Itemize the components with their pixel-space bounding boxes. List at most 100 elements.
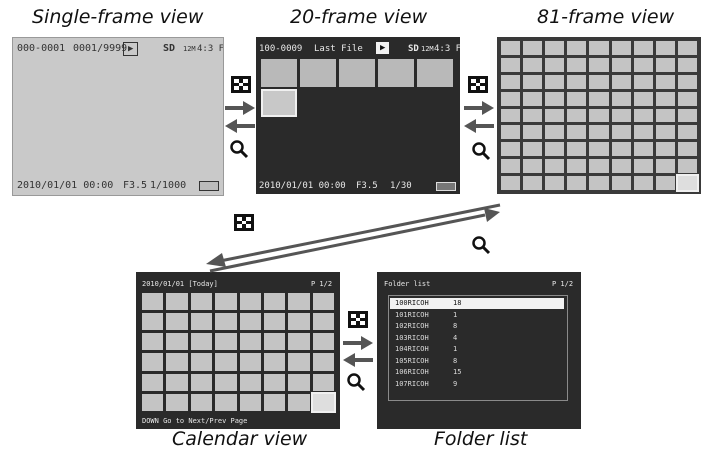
thumbnail <box>633 159 653 174</box>
thumbnail <box>523 125 543 140</box>
thumbnail <box>501 159 521 174</box>
thumbnail <box>545 125 565 140</box>
thumbnail <box>545 159 565 174</box>
calendar-day <box>312 313 334 331</box>
thumbnail <box>677 91 697 106</box>
calendar-day <box>312 333 334 351</box>
aperture-value: F3.5 <box>356 181 378 191</box>
thumbnail <box>589 41 609 55</box>
thumbnail <box>567 142 587 157</box>
magnifier-icon <box>471 235 491 255</box>
thumbnail <box>677 125 697 140</box>
thumbnail <box>611 91 631 106</box>
calendar-day <box>215 393 237 411</box>
caption-81-frame-view: 81-frame view <box>537 6 675 28</box>
thumbnail <box>501 41 521 55</box>
magnifier-icon <box>471 141 491 161</box>
folder-row-highlight <box>390 298 564 309</box>
folder-file-count: 15 <box>453 368 462 376</box>
shutter-speed: 1/30 <box>390 181 412 191</box>
thumbnail <box>677 74 697 89</box>
calendar-day <box>190 333 213 351</box>
thumbnail <box>655 142 675 157</box>
thumbnail <box>501 108 521 123</box>
thumbnail <box>633 91 653 106</box>
calendar-day <box>239 353 261 371</box>
calendar-date: 2010/01/01 [Today] <box>142 280 218 288</box>
thumbnail-selected <box>261 89 297 117</box>
thumbnail-grid-icon <box>231 76 251 93</box>
calendar-day <box>166 333 188 351</box>
folder-file-count: 8 <box>453 322 458 330</box>
folder-name: 102RICOH <box>395 322 429 330</box>
thumbnail <box>611 125 631 140</box>
arrow-left-icon <box>225 119 255 133</box>
shutter-speed: 1/1000 <box>150 180 187 191</box>
thumbnail <box>611 159 631 174</box>
calendar-day <box>263 393 286 411</box>
thumbnail <box>567 125 587 140</box>
thumbnail <box>567 41 587 55</box>
thumbnail <box>501 74 521 89</box>
thumbnail <box>523 41 543 55</box>
thumbnail <box>677 57 697 72</box>
page-indicator: P 1/2 <box>311 280 333 288</box>
frame-count: 0001/9999 <box>73 43 128 54</box>
thumbnail <box>523 91 543 106</box>
thumbnail <box>523 159 543 174</box>
calendar-day <box>190 393 213 411</box>
calendar-day <box>166 313 188 331</box>
thumbnail <box>633 74 653 89</box>
folder-file-count: 4 <box>453 333 458 342</box>
calendar-day-selected <box>310 391 337 414</box>
thumbnail <box>589 176 609 190</box>
20-frame-screen: 100-0009 Last File ▶ SD 12M 4:3 F 2010/0… <box>256 37 460 194</box>
thumbnail <box>611 108 631 123</box>
thumbnail <box>589 57 609 72</box>
thumbnail <box>501 125 521 140</box>
thumbnail <box>501 142 521 157</box>
arrow-left-icon <box>343 353 373 367</box>
calendar-day <box>239 393 261 411</box>
play-icon: ▶ <box>123 42 139 56</box>
thumbnail <box>567 108 587 123</box>
magnifier-icon <box>346 372 366 392</box>
folder-list-title: Folder list <box>384 280 431 288</box>
folder-file-count: 9 <box>453 379 458 388</box>
thumbnail-grid-icon <box>468 76 488 93</box>
thumbnail <box>611 74 631 89</box>
thumbnail <box>655 159 675 174</box>
caption-calendar-view: Calendar view <box>172 428 308 450</box>
thumbnail <box>545 142 565 157</box>
magnifier-icon <box>229 139 249 159</box>
play-mode-indicator: ▶ <box>376 42 390 54</box>
thumbnail <box>589 91 609 106</box>
thumbnail <box>501 176 521 190</box>
thumbnail <box>261 59 297 87</box>
thumbnail-grid-icon <box>234 214 254 231</box>
image-size: 12M <box>183 45 196 53</box>
calendar-day <box>288 313 310 331</box>
calendar-day <box>215 293 237 311</box>
folder-name: 104RICOH <box>395 345 429 353</box>
calendar-day <box>166 353 188 371</box>
last-file-label: Last File <box>314 44 363 54</box>
calendar-day <box>215 353 237 371</box>
calendar-day <box>288 333 310 351</box>
calendar-day <box>263 333 286 351</box>
arrow-right-icon <box>484 208 500 222</box>
calendar-day <box>142 333 164 351</box>
battery-icon <box>199 181 219 191</box>
thumbnail <box>655 108 675 123</box>
thumbnail <box>633 57 653 72</box>
thumbnail-grid-icon <box>348 311 368 328</box>
arrow-right-icon <box>225 101 255 115</box>
calendar-day <box>215 373 237 391</box>
calendar-day <box>288 293 310 311</box>
aspect-quality: 4:3 F <box>434 44 460 54</box>
aspect-quality: 4:3 F <box>197 44 224 54</box>
81-frame-screen <box>497 37 701 194</box>
